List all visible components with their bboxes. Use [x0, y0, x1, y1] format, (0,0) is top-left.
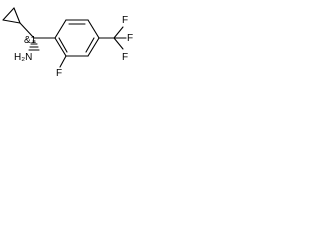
benzene-ring [54, 19, 100, 57]
bond [13, 7, 21, 24]
bond [113, 26, 124, 39]
bond [54, 37, 67, 57]
hashed-wedge-bond [28, 40, 40, 51]
trifluoro-f3-label: F [122, 52, 128, 63]
bond [54, 19, 67, 39]
cyclopropyl-ring [2, 7, 21, 24]
bond [113, 37, 124, 50]
bond [87, 37, 100, 57]
bond [2, 19, 21, 24]
trifluoro-f2-label: F [127, 33, 133, 44]
ortho-fluoro-label: F [56, 68, 62, 79]
bond [87, 19, 100, 39]
trifluoromethyl-group [98, 26, 127, 50]
bond [19, 22, 35, 39]
amine-label: H₂N [14, 52, 32, 63]
molecule-structure-diagram: H₂N F F F F &1 [2, 7, 133, 79]
trifluoro-f1-label: F [122, 15, 128, 26]
stereo-label: &1 [24, 35, 37, 46]
bond [85, 37, 95, 53]
bond [58, 37, 68, 53]
bond [59, 55, 67, 68]
bond [2, 7, 15, 21]
